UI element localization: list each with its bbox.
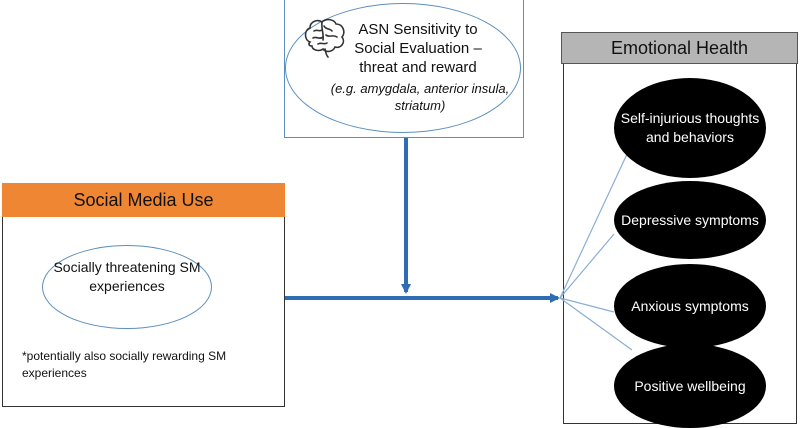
moderator-ellipse [285,3,521,133]
connector-layer [285,138,633,351]
fan-line-2 [559,233,615,299]
fan-lines [559,151,633,351]
moderator-example: (e.g. amygdala, anterior insula, striatu… [330,81,510,113]
outcome-header: Emotional Health [561,32,798,64]
predictor-ellipse [42,245,212,329]
fan-line-1 [559,151,629,299]
outcome-node: Self-injurious thoughts and behaviors [614,78,766,178]
outcome-node: Positive wellbeing [614,344,766,428]
brain-icon [304,18,345,58]
outcome-node: Anxious symptoms [614,264,766,348]
predictor-item: Socially threatening SM experiences [53,259,201,294]
fan-line-3 [559,297,615,313]
outcome-node: Depressive symptoms [614,181,766,259]
predictor-header: Social Media Use [2,183,285,217]
moderator-title: ASN Sensitivity to Social Evaluation – t… [354,21,482,76]
predictor-note: *potentially also socially rewarding SM … [22,349,227,380]
fan-line-4 [559,297,633,351]
